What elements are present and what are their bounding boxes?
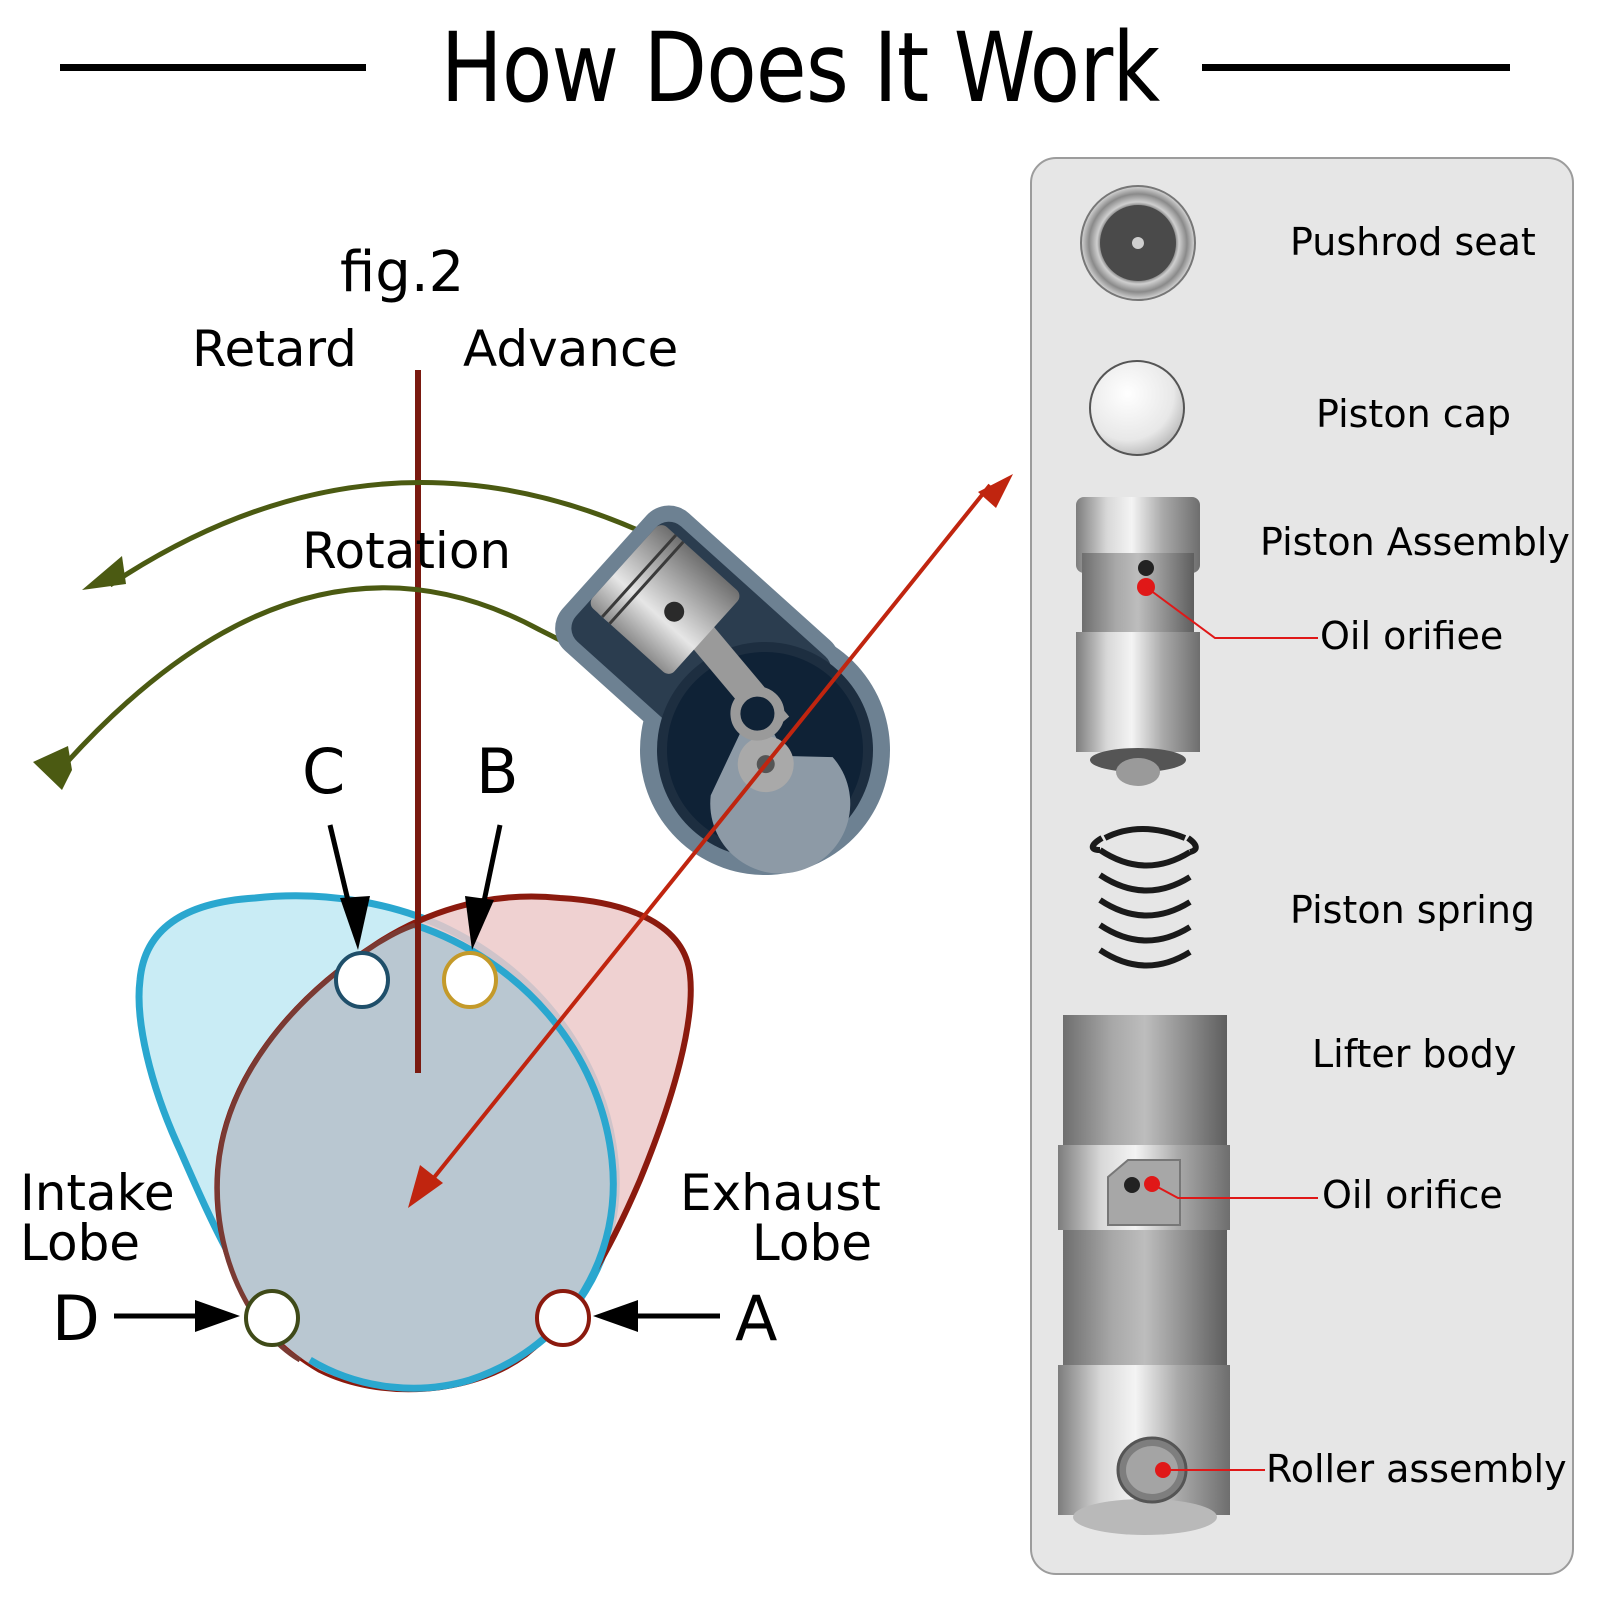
- base-circle-overlap: [217, 925, 614, 1389]
- point-c-marker: [334, 951, 390, 1009]
- pointer-b-head: [465, 896, 494, 950]
- pointer-c-head: [340, 896, 370, 950]
- figure-label: fig.2: [340, 240, 465, 305]
- point-a-marker: [535, 1289, 591, 1347]
- page-title: How Does It Work: [440, 12, 1161, 124]
- arrowhead-lift-down: [408, 1165, 443, 1208]
- exhaust-lobe-label: Exhaust Lobe: [680, 1164, 881, 1272]
- exhaust-lobe-edge: [214, 922, 416, 1363]
- pointer-a-head: [593, 1300, 638, 1332]
- point-b-label: B: [476, 735, 519, 808]
- point-d-label: D: [52, 1282, 100, 1355]
- label-piston-spring: Piston spring: [1290, 888, 1536, 932]
- label-lifter-body: Lifter body: [1312, 1032, 1517, 1076]
- point-c-label: C: [302, 735, 346, 808]
- arrowhead-retard-upper: [82, 556, 126, 590]
- exhaust-lobe-label-line2: Lobe: [751, 1214, 872, 1272]
- retard-label: Retard: [192, 320, 357, 378]
- intake-lobe-label-line2: Lobe: [20, 1214, 141, 1272]
- label-piston-assembly: Piston Assembly: [1260, 520, 1570, 564]
- intake-lobe-label-line1: Intake: [20, 1164, 175, 1222]
- title-rule-right: [1202, 64, 1510, 71]
- label-pushrod-seat: Pushrod seat: [1290, 220, 1536, 264]
- components-panel: [1030, 157, 1574, 1575]
- title-bar: How Does It Work: [0, 0, 1600, 140]
- advance-label: Advance: [463, 320, 679, 378]
- arrowhead-retard-lower: [33, 746, 72, 790]
- engine-cutaway-illustration: [555, 505, 890, 875]
- point-d-marker: [244, 1289, 300, 1347]
- point-a-label: A: [735, 1282, 778, 1355]
- label-roller-assembly: Roller assembly: [1266, 1447, 1567, 1491]
- intake-lobe-label: Intake Lobe: [20, 1168, 175, 1268]
- label-oil-orifiee: Oil orifiee: [1320, 614, 1504, 658]
- intake-lobe-edge: [308, 921, 617, 1392]
- title-rule-left: [60, 64, 366, 71]
- point-b-marker: [442, 951, 498, 1009]
- rotation-label: Rotation: [302, 522, 512, 580]
- label-piston-cap: Piston cap: [1316, 392, 1512, 436]
- arrowhead-lift-up: [978, 474, 1013, 508]
- label-oil-orifice: Oil orifice: [1322, 1173, 1503, 1217]
- lift-direction-line: [418, 483, 992, 1197]
- pointer-d-head: [195, 1300, 240, 1332]
- exhaust-lobe-label-line1: Exhaust: [680, 1164, 881, 1222]
